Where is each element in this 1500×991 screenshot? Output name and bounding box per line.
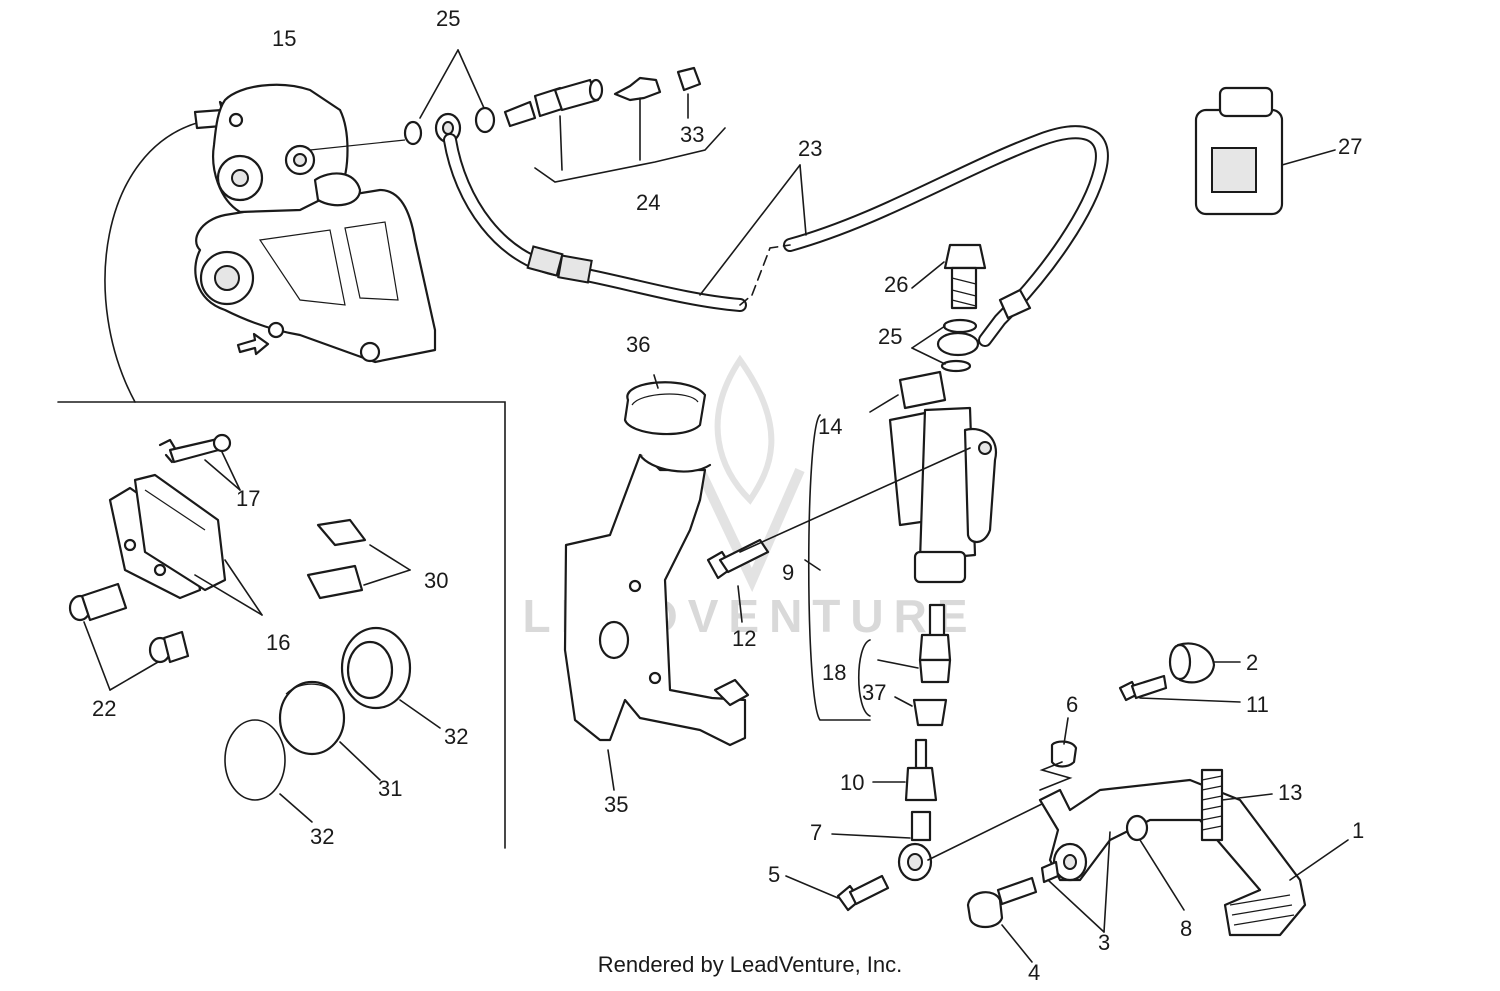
callout-12: 12 — [732, 626, 756, 651]
render-credit: Rendered by LeadVenture, Inc. — [597, 952, 903, 977]
callout-32-right: 32 — [444, 724, 468, 749]
pedal-stop-parts — [1118, 642, 1241, 703]
callout-1: 1 — [1352, 818, 1364, 843]
callout-26: 26 — [884, 272, 908, 297]
callout-37: 37 — [862, 680, 886, 705]
master-cylinder-fittings — [911, 243, 987, 373]
callout-16: 16 — [266, 630, 290, 655]
callout-17: 17 — [236, 486, 260, 511]
callout-10: 10 — [840, 770, 864, 795]
callout-2: 2 — [1246, 650, 1258, 675]
master-cylinder-bracket — [563, 374, 750, 791]
callout-35: 35 — [604, 792, 628, 817]
caliper-assembly — [194, 83, 437, 364]
callout-32-left: 32 — [310, 824, 334, 849]
callout-36: 36 — [626, 332, 650, 357]
callout-25-right: 25 — [878, 324, 902, 349]
caliper-kit-frame — [57, 401, 506, 849]
brake-fluid-bottle — [1194, 86, 1336, 216]
callout-18: 18 — [822, 660, 846, 685]
callout-31: 31 — [378, 776, 402, 801]
brake-hose — [443, 125, 1109, 347]
callout-4: 4 — [1028, 960, 1040, 985]
mounting-bolt — [706, 447, 971, 623]
callout-25-top: 25 — [436, 6, 460, 31]
caliper-kit-contents — [68, 433, 441, 823]
brake-pedal-assembly — [966, 717, 1349, 963]
callout-24: 24 — [636, 190, 660, 215]
callout-33: 33 — [680, 122, 704, 147]
callout-14: 14 — [818, 414, 842, 439]
master-cylinder — [804, 370, 998, 721]
pointer-arrow-bottom — [236, 332, 270, 356]
callout-11: 11 — [1246, 692, 1269, 717]
callout-15: 15 — [272, 26, 296, 51]
callout-3: 3 — [1098, 930, 1110, 955]
callout-labels: 1 2 3 4 5 6 7 8 9 10 11 12 13 14 15 16 1… — [92, 6, 1364, 985]
callout-5: 5 — [768, 862, 780, 887]
caliper-seal-ring — [224, 719, 286, 801]
callout-9: 9 — [782, 560, 794, 585]
callout-23: 23 — [798, 136, 822, 161]
callout-7: 7 — [810, 820, 822, 845]
callout-13: 13 — [1278, 780, 1302, 805]
caliper-fittings — [403, 49, 726, 183]
push-rod-assembly — [785, 603, 1051, 912]
caliper-pointer-arc — [104, 121, 201, 403]
callout-22: 22 — [92, 696, 116, 721]
callout-8: 8 — [1180, 916, 1192, 941]
callout-27: 27 — [1338, 134, 1362, 159]
callout-30: 30 — [424, 568, 448, 593]
callout-6: 6 — [1066, 692, 1078, 717]
